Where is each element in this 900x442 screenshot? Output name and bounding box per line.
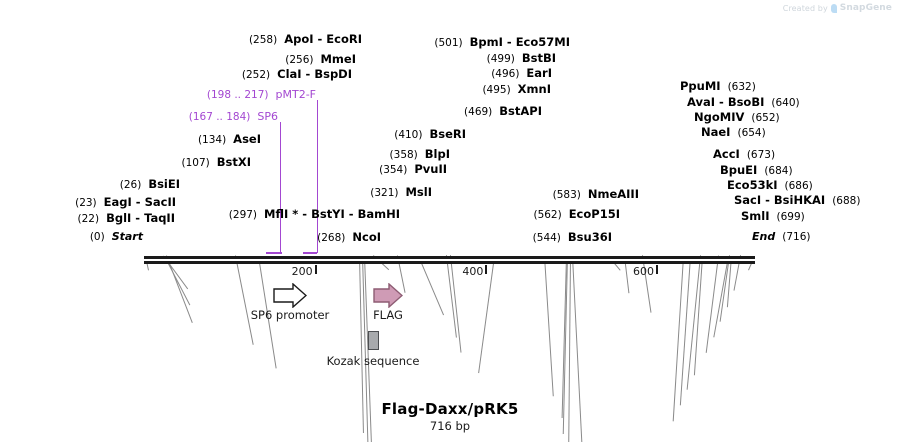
feature-arrow-sp6-promoter [273,283,307,308]
enzyme-label-BsiEI: (26) BsiEI [119,177,180,191]
enzyme-label-PvuII: (354) PvuII [379,162,447,176]
ruler-tick [656,265,658,274]
enzyme-label-Bsu36I: (544) Bsu36I [532,230,612,244]
feature-label-flag: FLAG [373,308,403,322]
enzyme-label-NcoI: (268) NcoI [317,230,381,244]
snapgene-logo-icon [830,3,837,13]
snapgene-watermark: Created by SnapGene [783,3,892,13]
primer-line-SP6 [280,122,282,253]
leader-MslI [417,255,444,316]
enzyme-label-Eco53kI: Eco53kI (686) [727,178,813,192]
ruler-tick [485,265,488,274]
primer-label-SP6: (167 .. 184) SP6 [188,110,278,124]
primer-label-pMT2F: (198 .. 217) pMT2-F [206,88,316,102]
feature-label-sp6-promoter: SP6 promoter [250,308,330,322]
page-title: Flag-Daxx/pRK5 [381,400,519,418]
enzyme-label-BlpI: (358) BlpI [389,147,450,161]
end-marker-label: End (716) [752,230,811,244]
leader-BstXI [235,255,254,346]
feature-label-kozak-sequence: Kozak sequence [326,354,420,368]
enzyme-label-NgoMIV: NgoMIV (652) [694,110,780,124]
enzyme-label-BpuEI: BpuEI (684) [720,163,793,177]
ruler-tick-label: 600 [633,265,654,278]
feature-box-kozak-sequence [368,331,379,350]
sequence-backbone-gap [144,259,755,261]
leader-PpuMI [672,255,685,422]
primer-line-pMT2F [317,100,319,253]
enzyme-label-AvaI: AvaI - BsoBI (640) [687,95,800,109]
enzyme-label-AseI: (134) AseI [197,132,261,146]
enzyme-label-EarI: (496) EarI [491,66,552,80]
watermark-brand: SnapGene [839,3,892,13]
enzyme-label-BstBI: (499) BstBI [486,51,556,65]
enzyme-label-SacI: SacI - BsiHKAI (688) [734,193,861,207]
start-marker-label: (0) Start [89,230,143,244]
enzyme-label-BstAPI: (469) BstAPI [464,104,542,118]
enzyme-label-ClaI: (252) ClaI - BspDI [241,67,352,81]
enzyme-label-PpuMI: PpuMI (632) [680,79,756,93]
primer-foot-SP6 [266,252,282,254]
enzyme-label-MflI: (297) MflI * - BstYI - BamHI [228,207,400,221]
feature-arrow-flag [373,283,403,308]
enzyme-label-EcoP15I: (562) EcoP15I [533,207,620,221]
enzyme-label-BseRI: (410) BseRI [394,127,466,141]
plasmid-length: 716 bp [429,419,471,433]
ruler-tick-label: 400 [462,265,484,278]
enzyme-label-NaeI: NaeI (654) [701,125,766,139]
leader-BstAPI [544,255,554,397]
enzyme-label-XmnI: (495) XmnI [482,82,551,96]
enzyme-label-NmeAIII: (583) NmeAIII [552,187,639,201]
ruler-tick [314,265,317,274]
enzyme-label-BstXI: (107) BstXI [181,155,252,169]
watermark-prefix: Created by [782,3,828,13]
enzyme-label-BglI: (22) BglI - TaqII [77,211,175,225]
enzyme-label-EagI: (23) EagI - SacII [75,195,176,209]
ruler-tick-label: 200 [291,265,313,278]
primer-foot-pMT2F [303,252,317,254]
enzyme-label-BpmI: (501) BpmI - Eco57MI [434,35,570,49]
enzyme-label-ApoI: (258) ApoI - EcoRI [248,32,362,46]
enzyme-label-MslI: (321) MslI [370,185,432,199]
enzyme-label-AccI: AccI (673) [713,147,776,161]
enzyme-label-MmeI: (256) MmeI [285,52,356,66]
leader-AccI [705,255,720,354]
enzyme-label-SmlI: SmlI (699) [741,209,805,223]
